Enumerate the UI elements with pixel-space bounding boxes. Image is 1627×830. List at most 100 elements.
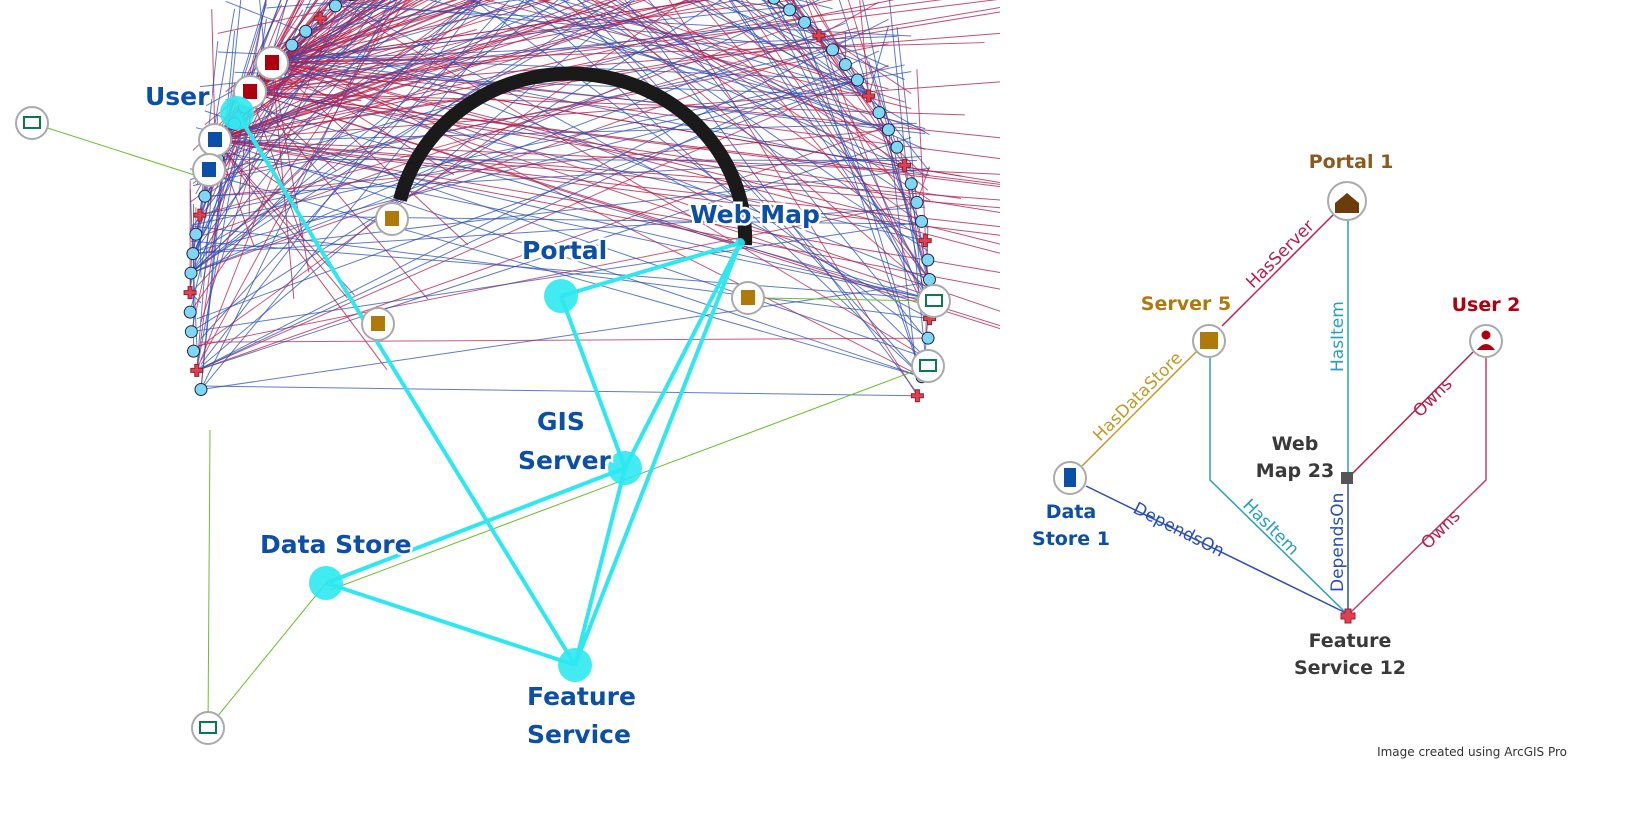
item-node <box>189 227 203 241</box>
depends-on-edge <box>225 0 930 280</box>
depends-on-edge <box>204 156 922 197</box>
hub-label: Service <box>527 720 631 749</box>
depends-on-edge <box>190 240 931 300</box>
item-node <box>921 253 935 267</box>
edge-label: HasItem <box>1328 301 1348 372</box>
user-label: User 2 <box>1452 294 1521 316</box>
item-node <box>915 214 929 228</box>
item-node <box>183 305 197 319</box>
user-icon <box>265 55 279 70</box>
feature-service-plus-icon <box>898 158 912 172</box>
item-node <box>783 3 797 17</box>
highlighted-path-edge <box>325 466 626 585</box>
depends-on-edge <box>761 0 870 97</box>
item-node <box>767 0 781 5</box>
depends-on-edge <box>254 0 375 58</box>
data-store-label: Data <box>1046 501 1097 523</box>
owns-edge <box>190 0 267 332</box>
user-node[interactable] <box>1469 324 1503 358</box>
depends-on-edge <box>204 0 482 197</box>
depends-on-edge <box>576 0 926 242</box>
depends-on-edge <box>189 0 615 272</box>
depends-on-edge <box>278 35 898 61</box>
depends-on-edge <box>217 158 917 162</box>
item-node <box>921 331 935 345</box>
depends-on-edge <box>217 51 858 81</box>
highlighted-path-edge <box>235 111 577 667</box>
depends-on-edge <box>190 0 559 274</box>
user-icon <box>243 84 257 99</box>
depends-on-edge <box>199 214 928 225</box>
depends-on-edge <box>200 0 392 390</box>
owns-edge <box>249 0 479 93</box>
depends-on-edge <box>266 0 365 9</box>
feature-service-label: Feature <box>1309 630 1392 652</box>
owns-edge <box>329 0 926 358</box>
data-store-door-icon <box>202 162 216 177</box>
depends-on-edge <box>291 0 386 39</box>
hub-label: Portal <box>522 236 607 265</box>
item-node <box>826 43 840 57</box>
web-map-square-icon[interactable] <box>1341 472 1353 484</box>
edge-label: HasItem <box>1238 495 1302 559</box>
owns-edge <box>210 43 889 179</box>
feature-service-plus-icon <box>910 389 924 403</box>
depends-on-edge <box>196 18 889 371</box>
owns-edge <box>594 0 898 148</box>
depends-on-edge <box>200 282 923 391</box>
owns-edge <box>214 139 1000 228</box>
depends-on-edge <box>896 26 918 203</box>
feature-service-plus-icon[interactable] <box>1340 608 1356 624</box>
server-icon <box>371 316 385 331</box>
owns-edge <box>249 0 698 93</box>
depends-on-edge <box>793 0 923 377</box>
depends-on-edge <box>234 71 869 97</box>
depends-on-edge <box>526 0 889 131</box>
depends-on-edge <box>190 79 858 254</box>
depends-on-edge <box>225 122 917 142</box>
item-node <box>198 189 212 203</box>
depends-on-edge <box>266 0 384 76</box>
depends-on-edge <box>717 0 869 97</box>
feature-service-plus-icon <box>190 363 204 377</box>
hub-label: Server <box>518 446 612 475</box>
item-node <box>881 123 895 137</box>
highlighted-path-edge <box>573 467 627 666</box>
depends-on-edge <box>192 0 331 254</box>
edge-owns-service <box>1349 358 1487 614</box>
owns-edge <box>214 0 697 141</box>
data-store-door-icon <box>208 132 222 147</box>
highlighted-path-edge <box>559 295 627 469</box>
edges-layer <box>31 0 1000 729</box>
depends-on-edge <box>524 0 923 378</box>
owns-edge <box>483 0 912 110</box>
item-node <box>299 24 313 38</box>
depends-on-edge <box>195 127 931 300</box>
depends-on-edge <box>200 0 482 365</box>
hub-label: Web Map <box>690 200 820 229</box>
owns-edge <box>214 11 1000 141</box>
server-icon <box>1200 332 1218 349</box>
owns-edge <box>217 0 377 34</box>
item-node <box>904 177 918 191</box>
highlighted-hub-node <box>558 648 592 682</box>
item-node <box>184 325 198 339</box>
data-store-label: Store 1 <box>1032 528 1110 550</box>
item-node <box>328 0 342 13</box>
edge-label: HasServer <box>1242 216 1318 292</box>
depends-on-edge <box>732 0 889 68</box>
owns-edge <box>740 0 930 280</box>
owns-edge <box>266 0 468 76</box>
owns-edge <box>217 0 690 160</box>
client-node <box>917 284 951 318</box>
owns-edge <box>214 139 1000 175</box>
client-node <box>15 106 49 140</box>
owns-edge <box>244 0 415 108</box>
depends-on-edge <box>200 385 918 397</box>
highlighted-hub-node <box>220 96 254 130</box>
depends-on-edge <box>204 110 926 358</box>
depends-on-edge <box>278 59 926 135</box>
hub-label: Data Store <box>260 530 412 559</box>
depends-on-edge <box>648 0 923 335</box>
